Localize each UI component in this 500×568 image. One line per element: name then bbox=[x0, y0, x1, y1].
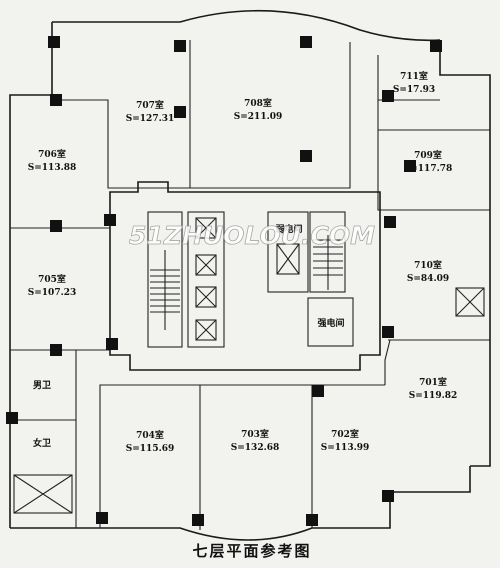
room-711-area: S=17.93 bbox=[393, 85, 435, 95]
room-707-area: S=127.31 bbox=[126, 114, 175, 124]
room-704-name: 704室 bbox=[136, 429, 164, 441]
room-702-area: S=113.99 bbox=[321, 443, 370, 453]
room-710-name: 710室 bbox=[414, 259, 442, 271]
weak-current-room-box bbox=[267, 211, 309, 293]
bottom-curved-wall bbox=[10, 466, 471, 541]
room-703-name: 703室 bbox=[241, 428, 269, 440]
room-705-area: S=107.23 bbox=[28, 288, 77, 298]
room-708-name: 708室 bbox=[244, 97, 272, 109]
columns bbox=[6, 36, 442, 526]
room-711-name: 711室 bbox=[400, 70, 428, 82]
room-709-area: S=117.78 bbox=[404, 164, 453, 174]
central-core bbox=[109, 181, 381, 371]
room-labels: 707室 S=127.31 708室 S=211.09 711室 S=17.93… bbox=[28, 70, 458, 454]
shafts bbox=[13, 287, 485, 514]
strong-current-room-box bbox=[307, 297, 354, 347]
right-stair bbox=[309, 211, 346, 293]
left-stair bbox=[147, 211, 183, 348]
room-702-name: 702室 bbox=[331, 428, 359, 440]
plan-title: 七层平面参考图 bbox=[192, 542, 311, 560]
room-707-name: 707室 bbox=[136, 99, 164, 111]
room-701-area: S=119.82 bbox=[409, 391, 458, 401]
room-705-name: 705室 bbox=[38, 273, 66, 285]
room-710-area: S=84.09 bbox=[407, 274, 449, 284]
room-706-area: S=113.88 bbox=[28, 163, 77, 173]
strong-current-room-label: 强电间 bbox=[317, 317, 344, 329]
weak-current-room-label: 弱电间 bbox=[275, 223, 302, 235]
room-701-name: 701室 bbox=[419, 376, 447, 388]
left-stair-treads bbox=[150, 250, 180, 330]
top-curved-wall bbox=[52, 9, 441, 42]
outer-walls bbox=[9, 9, 491, 541]
watermark: 51ZHUOLOU.COM bbox=[129, 221, 375, 250]
room-708-area: S=211.09 bbox=[234, 112, 283, 122]
mens-toilet-label: 男卫 bbox=[33, 380, 51, 391]
room-704-area: S=115.69 bbox=[126, 444, 175, 454]
room-709-name: 709室 bbox=[414, 149, 442, 161]
room-706-name: 706室 bbox=[38, 148, 66, 160]
room-703-area: S=132.68 bbox=[231, 443, 280, 453]
womens-toilet-label: 女卫 bbox=[33, 437, 51, 449]
elevator-bank bbox=[187, 211, 225, 348]
